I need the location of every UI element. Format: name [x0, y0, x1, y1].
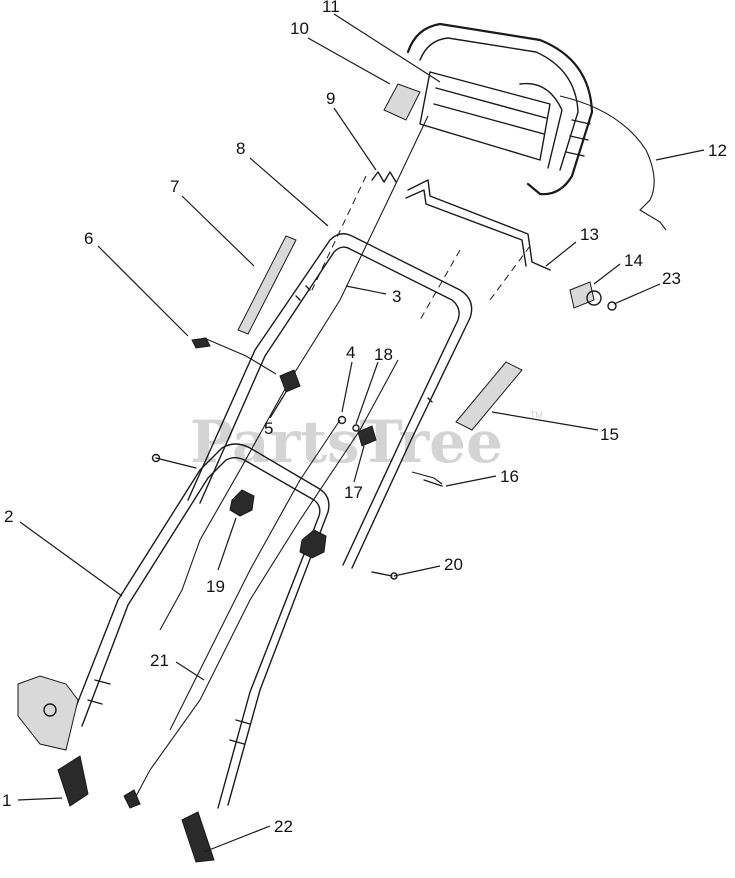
callout-15: 15 — [600, 425, 619, 444]
cables — [133, 115, 443, 801]
part-23-washer — [607, 301, 617, 311]
part-9-spring — [371, 171, 397, 183]
callout-19: 19 — [206, 577, 225, 596]
callout-8: 8 — [236, 139, 245, 158]
callout-12: 12 — [708, 141, 727, 160]
callout-3: 3 — [392, 287, 401, 306]
console-grip — [406, 22, 594, 196]
callout-17: 17 — [344, 483, 363, 502]
watermark-text: PartsTree — [190, 408, 503, 476]
bolts — [151, 453, 443, 580]
callout-11: 11 — [322, 0, 340, 16]
callout-1: 1 — [2, 791, 11, 810]
cable-12 — [559, 95, 667, 231]
callout-13: 13 — [580, 225, 599, 244]
callout-6: 6 — [84, 229, 93, 248]
part-6 — [191, 337, 211, 349]
part-4 — [337, 415, 347, 425]
part-18 — [352, 424, 360, 432]
callout-14: 14 — [624, 251, 643, 270]
callout-21: 21 — [150, 651, 169, 670]
lower-handle — [69, 443, 330, 809]
part-22-cable-end — [181, 811, 215, 863]
callout-16: 16 — [500, 467, 519, 486]
part-5 — [279, 369, 301, 393]
callout-5: 5 — [264, 419, 273, 438]
callout-9: 9 — [326, 89, 335, 108]
assembly-lines — [311, 175, 531, 321]
callout-15-23: 23 — [662, 269, 681, 288]
callout-20: 20 — [444, 555, 463, 574]
part-10-switch — [383, 83, 421, 121]
callout-18: 18 — [374, 345, 393, 364]
part-7-clip — [237, 235, 297, 335]
cable-connector — [123, 789, 141, 809]
callout-4: 4 — [346, 343, 355, 362]
part-1-bracket — [17, 675, 89, 807]
part-17 — [357, 425, 377, 447]
upper-handle — [187, 233, 473, 569]
part-19-knobs — [229, 489, 327, 559]
watermark-trademark: TM — [530, 410, 543, 420]
part-14-pin — [569, 281, 602, 309]
leader-lines — [17, 13, 705, 853]
watermark: PartsTree TM — [190, 408, 543, 476]
callout-10: 10 — [290, 19, 309, 38]
control-bar — [405, 179, 551, 271]
callout-22: 22 — [274, 817, 293, 836]
part-15-clip — [455, 361, 523, 431]
callout-7: 7 — [170, 177, 179, 196]
callouts: 1 2 3 4 5 6 7 8 9 10 11 12 13 14 23 15 1… — [2, 0, 727, 836]
callout-2: 2 — [4, 507, 13, 526]
